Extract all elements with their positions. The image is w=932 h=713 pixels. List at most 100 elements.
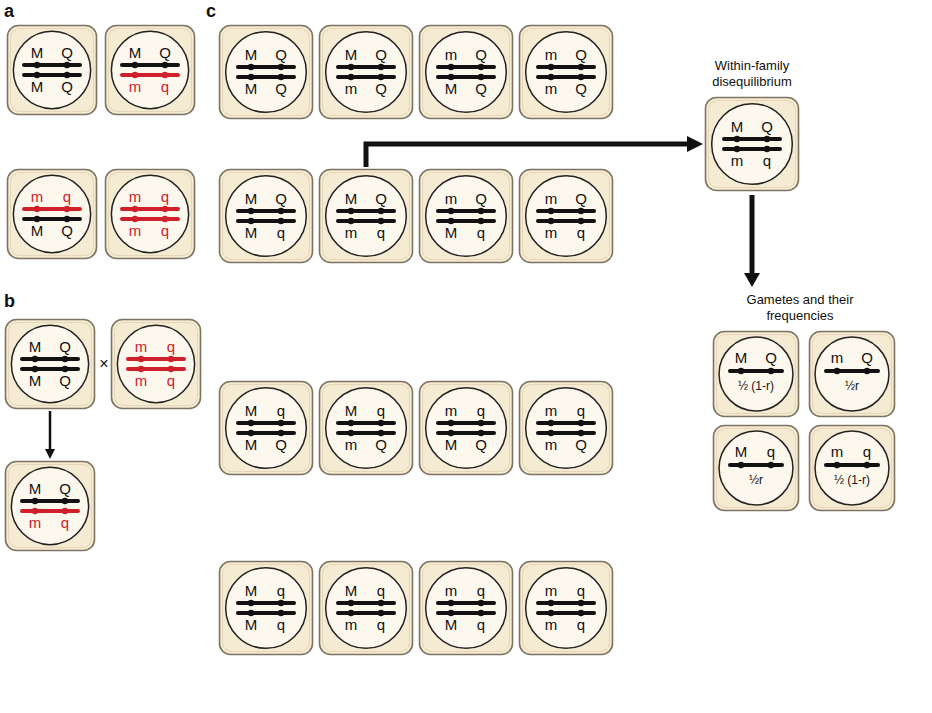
allele-letter: q (157, 223, 173, 239)
chromosome (730, 463, 782, 467)
chromosome (438, 431, 494, 435)
locus-dot (578, 218, 584, 224)
genotype-cell: mqmq (104, 168, 196, 260)
locus-dot (168, 356, 174, 362)
cell-frame (420, 170, 513, 263)
allele-letter: m (29, 189, 45, 205)
cell-frame (6, 320, 95, 409)
chromosome (826, 463, 878, 467)
allele-letter: q (273, 225, 289, 241)
cell-frame-inner (813, 429, 892, 508)
locus-dot (348, 430, 354, 436)
gamete-frequency: ½r (749, 472, 763, 488)
genotype-cell: mQmQ (518, 24, 614, 120)
allele-letter: M (443, 437, 459, 453)
chromosome (22, 367, 78, 371)
allele-letter: m (543, 437, 559, 453)
cell-drawing (808, 424, 896, 512)
chromosome (538, 209, 594, 213)
allele-letter: M (29, 45, 45, 61)
locus-dot (478, 600, 484, 606)
allele-letter: Q (157, 45, 173, 61)
locus-dot (132, 206, 138, 212)
cell-frame-inner (11, 173, 94, 256)
locus-dot (132, 72, 138, 78)
locus-dot (34, 72, 40, 78)
chromosome (238, 219, 294, 223)
allele-letter: M (443, 617, 459, 633)
genotype-cell: MQMq (218, 168, 314, 264)
locus-dot (378, 208, 384, 214)
locus-dot (448, 610, 454, 616)
allele-letter: m (443, 403, 459, 419)
allele-letter: Q (473, 191, 489, 207)
locus-dot (32, 498, 38, 504)
locus-dot (138, 366, 144, 372)
allele-letter: M (343, 191, 359, 207)
locus-dot (64, 72, 70, 78)
allele-letter: Q (57, 481, 73, 497)
locus-dot (348, 610, 354, 616)
cell-drawing (808, 330, 896, 418)
chromosome (238, 421, 294, 425)
cell-drawing (712, 424, 800, 512)
cross-symbol: × (98, 355, 110, 373)
locus-dot (378, 218, 384, 224)
cell-circle (226, 176, 307, 257)
chromosome (238, 601, 294, 605)
chromosome (538, 75, 594, 79)
cell-drawing (318, 24, 414, 120)
cell-circle (111, 175, 188, 252)
chromosome (338, 219, 394, 223)
locus-dot (578, 610, 584, 616)
chromosome (438, 219, 494, 223)
cell-circle (13, 31, 90, 108)
chromosome (24, 207, 80, 211)
locus-dot (62, 366, 68, 372)
chromosome (338, 65, 394, 69)
cell-frame-inner (523, 29, 610, 116)
allele-letter: Q (59, 45, 75, 61)
locus-dot (62, 508, 68, 514)
chromosome (122, 63, 178, 67)
allele-letter: q (59, 189, 75, 205)
allele-letter: Q (759, 119, 775, 135)
locus-dot (32, 366, 38, 372)
allele-letter: q (273, 617, 289, 633)
allele-letter: q (573, 617, 589, 633)
locus-dot (34, 216, 40, 222)
genotype-cell: mqMq (418, 560, 514, 656)
cell-circle (526, 568, 607, 649)
cell-circle (526, 176, 607, 257)
locus-dot (248, 430, 254, 436)
chromosome (238, 611, 294, 615)
locus-dot (448, 430, 454, 436)
allele-letter: q (273, 583, 289, 599)
genotype-cell: MqmQ (318, 380, 414, 476)
locus-dot (764, 146, 770, 152)
cell-circle (426, 388, 507, 469)
allele-letter: m (543, 47, 559, 63)
locus-dot (768, 368, 774, 374)
locus-dot (64, 62, 70, 68)
cell-frame (810, 332, 895, 417)
cell-frame (220, 170, 313, 263)
locus-dot (764, 136, 770, 142)
genotype-cell: MqMq (218, 560, 314, 656)
locus-dot (738, 368, 744, 374)
locus-dot (248, 600, 254, 606)
locus-dot (548, 430, 554, 436)
cell-frame-inner (423, 565, 510, 652)
locus-dot (548, 600, 554, 606)
allele-letter: M (343, 583, 359, 599)
allele-letter: m (543, 583, 559, 599)
allele-letter: m (829, 350, 845, 366)
cell-circle (326, 32, 407, 113)
cell-drawing (104, 24, 196, 116)
locus-dot (478, 430, 484, 436)
cell-circle (426, 32, 507, 113)
genotype-cell: MQMQ (4, 318, 96, 410)
allele-letter: q (57, 515, 73, 531)
locus-dot (32, 508, 38, 514)
allele-letter: q (473, 617, 489, 633)
